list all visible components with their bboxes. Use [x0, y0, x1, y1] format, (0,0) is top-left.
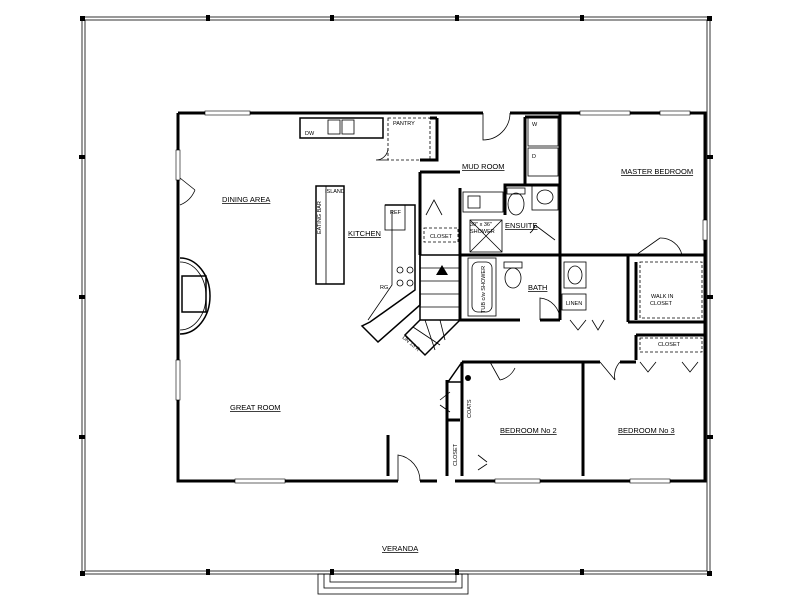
closet-kitchen [423, 227, 459, 243]
ensuite-fixtures [462, 184, 559, 253]
coat-closet [446, 361, 471, 383]
label-ref: REF [390, 210, 402, 216]
label-bath: BATH [528, 283, 547, 292]
stairs [403, 254, 461, 357]
exterior-walls [175, 110, 708, 484]
doors [179, 112, 699, 482]
label-shower-size: 30" x 36" [470, 222, 492, 228]
label-dw: DW [305, 131, 315, 137]
label-pantry: PANTRY [393, 121, 415, 127]
label-coats: COATS [467, 399, 473, 418]
label-bedroom-3: BEDROOM No 3 [618, 426, 675, 435]
label-stair-note: DN 13 R [401, 335, 421, 353]
kitchen-counter [299, 117, 421, 344]
label-bedroom-2: BEDROOM No 2 [500, 426, 557, 435]
label-tub-shower: TUB c/w SHOWER [481, 266, 487, 313]
label-dryer: D [532, 154, 536, 160]
bath-fixtures [467, 257, 587, 317]
label-rg: RG. [380, 285, 390, 291]
label-great-room: GREAT ROOM [230, 403, 281, 412]
label-master-bedroom: MASTER BEDROOM [621, 167, 693, 176]
label-washer: W [532, 122, 538, 128]
veranda [79, 15, 713, 595]
closet-bedroom3 [639, 337, 703, 353]
label-kitchen: KITCHEN [348, 229, 381, 238]
label-walk-in-1: WALK IN [651, 294, 673, 300]
label-closet-bedroom3: CLOSET [658, 342, 681, 348]
label-shower: SHOWER [470, 229, 495, 235]
label-ensuite: ENSUITE [505, 221, 538, 230]
label-closet-bedroom2: CLOSET [453, 443, 459, 466]
label-mud-room: MUD ROOM [462, 162, 505, 171]
label-veranda: VERANDA [382, 544, 418, 553]
kitchen-island [315, 185, 345, 285]
label-linen: LINEN [566, 301, 582, 307]
label-dining-area: DINING AREA [222, 195, 270, 204]
label-island: ISLAND [325, 189, 345, 195]
laundry [527, 117, 559, 177]
fireplace [179, 257, 211, 335]
pantry [387, 117, 431, 161]
interior-walls [386, 113, 705, 476]
label-walk-in-2: CLOSET [650, 301, 673, 307]
walk-in-closet [639, 261, 703, 319]
label-closet-kitchen: CLOSET [430, 234, 453, 240]
label-eating-bar: EATING BAR [317, 201, 323, 234]
